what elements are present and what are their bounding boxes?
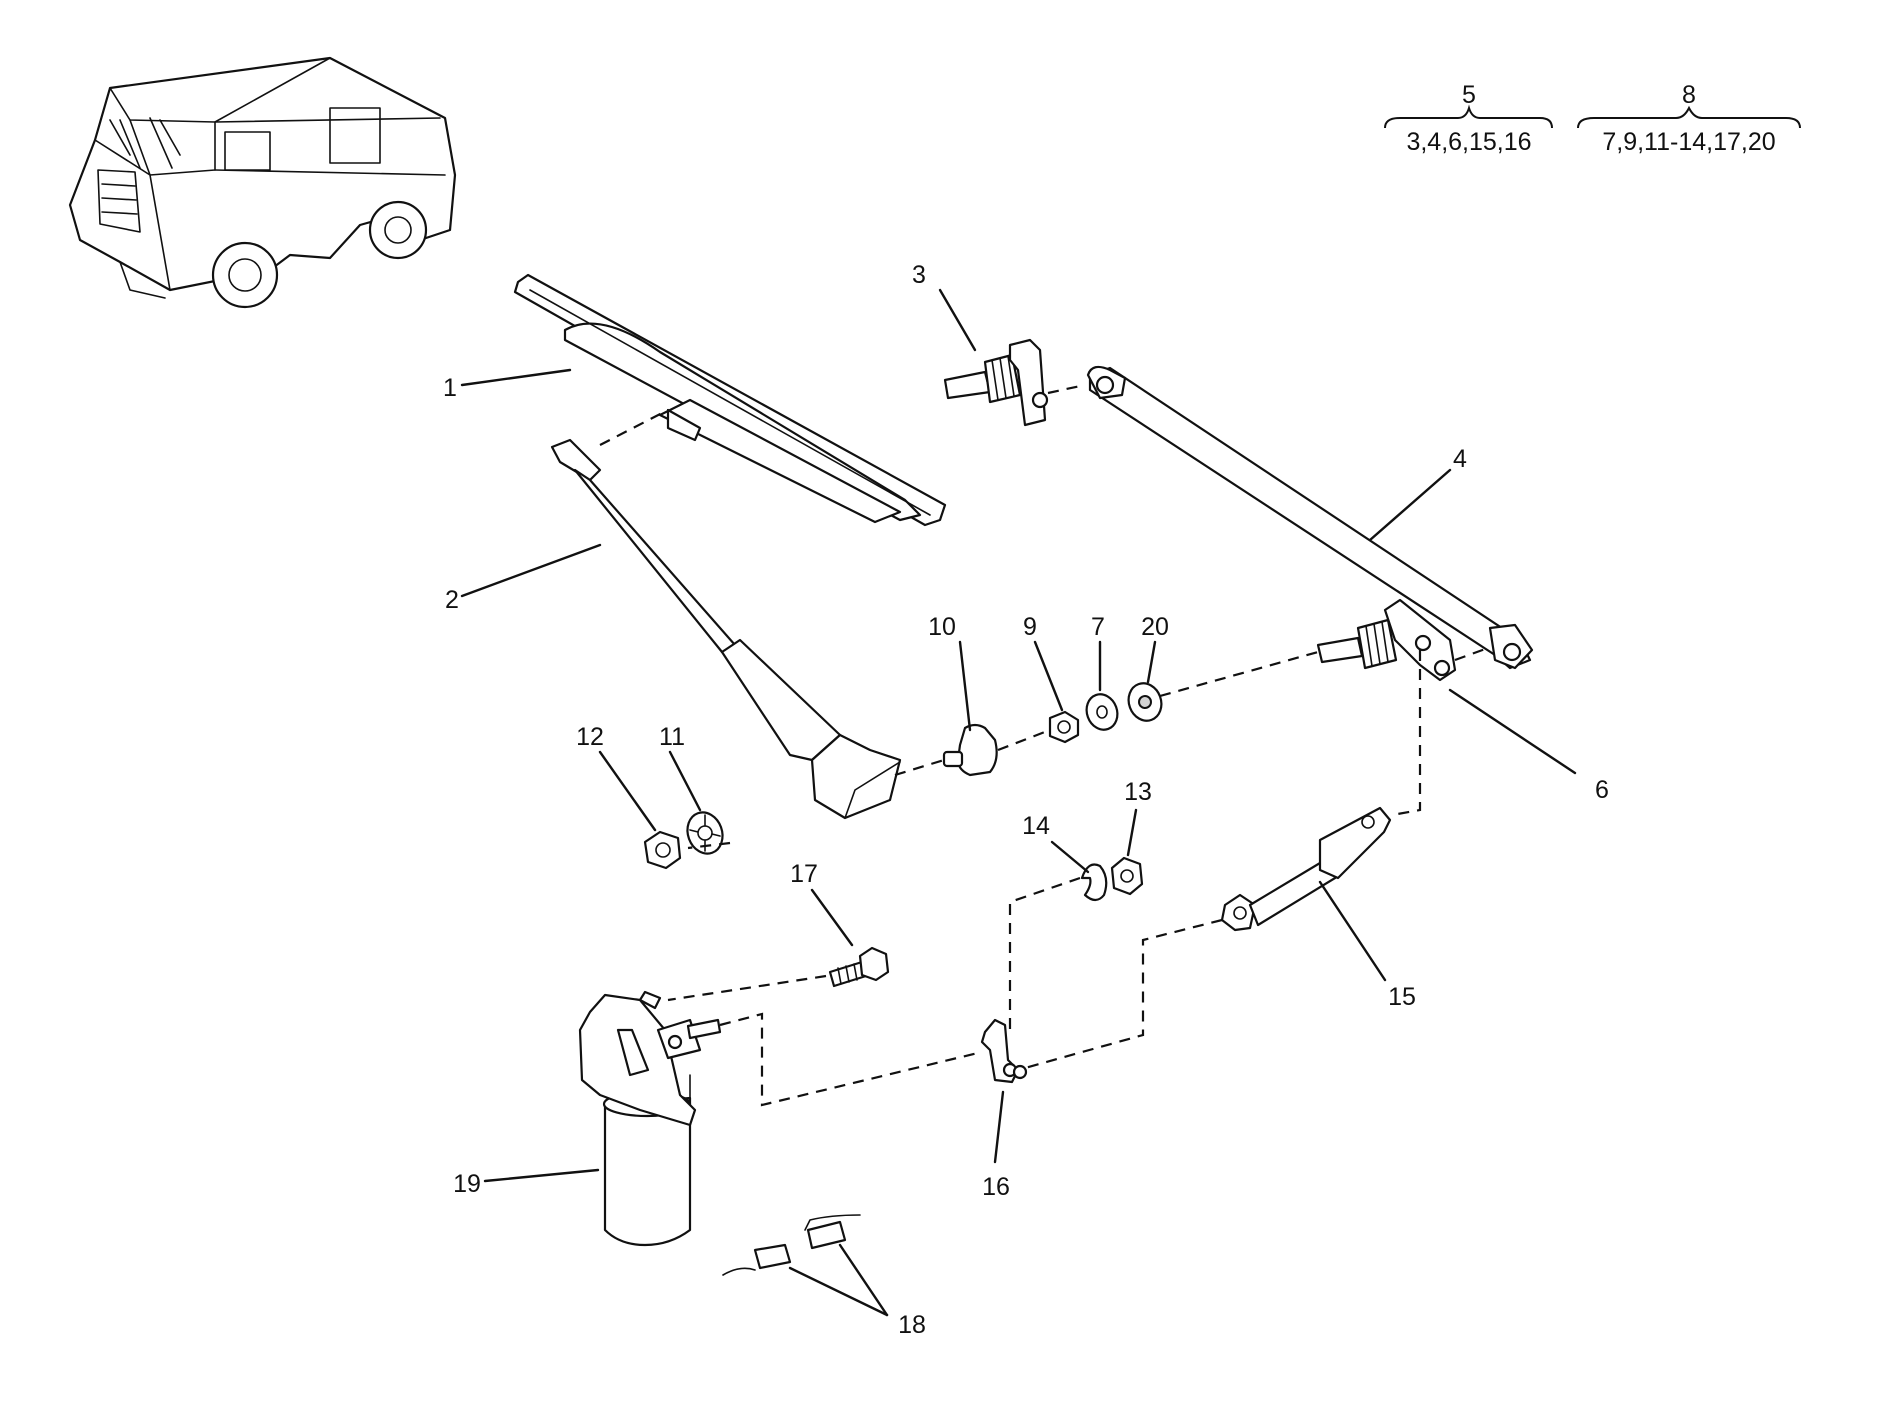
assembly-lines xyxy=(599,383,1489,1107)
group-8-members: 7,9,11-14,17,20 xyxy=(1602,128,1775,156)
group-8-annotation: 8 7,9,11-14,17,20 xyxy=(1577,81,1801,156)
callout-16: 16 xyxy=(982,1173,1010,1201)
callout-1: 1 xyxy=(443,374,457,402)
callout-2: 2 xyxy=(445,586,459,614)
callout-15: 15 xyxy=(1388,983,1416,1011)
group-5-annotation: 5 3,4,6,15,16 xyxy=(1384,81,1553,156)
callout-18: 18 xyxy=(898,1311,926,1339)
group-5-label: 5 xyxy=(1462,81,1476,109)
lock-washer-11-icon xyxy=(686,811,724,855)
leader-lines xyxy=(460,288,1577,1317)
callout-6: 6 xyxy=(1595,776,1609,804)
group-5-members: 3,4,6,15,16 xyxy=(1406,128,1531,156)
connecting-link-15-icon xyxy=(1220,806,1392,932)
bolt-17-icon xyxy=(828,946,890,988)
callout-4: 4 xyxy=(1453,445,1467,473)
nut-13-icon xyxy=(1110,856,1144,896)
group-8-label: 8 xyxy=(1682,81,1696,109)
callout-13: 13 xyxy=(1124,778,1152,806)
wiper-arm-icon xyxy=(550,438,902,820)
link-rod-4-icon xyxy=(1086,365,1534,670)
callout-12: 12 xyxy=(576,723,604,751)
spring-clip-14-icon xyxy=(1080,863,1108,902)
wiper-motor-icon xyxy=(578,990,722,1247)
crank-bracket-16-icon xyxy=(980,1018,1028,1084)
callout-20: 20 xyxy=(1141,613,1169,641)
spindle-6-icon xyxy=(1316,598,1457,682)
washer-7-icon xyxy=(1085,693,1119,731)
spindle-3-icon xyxy=(943,338,1049,427)
callout-9: 9 xyxy=(1023,613,1037,641)
callout-11: 11 xyxy=(659,723,685,751)
nut-12-icon xyxy=(643,830,682,870)
callout-17: 17 xyxy=(790,860,818,888)
callout-3: 3 xyxy=(912,261,926,289)
grommet-10-icon xyxy=(942,723,998,777)
callout-10: 10 xyxy=(928,613,956,641)
callout-numbers: 1 2 3 4 6 10 9 7 20 12 11 13 14 17 15 16… xyxy=(443,261,1609,1339)
vehicle-thumbnail-icon xyxy=(68,56,457,309)
nut-9-icon xyxy=(1048,710,1080,744)
callout-7: 7 xyxy=(1091,613,1105,641)
callout-14: 14 xyxy=(1022,812,1050,840)
callout-19: 19 xyxy=(453,1170,481,1198)
washer-20-icon xyxy=(1127,682,1163,722)
carbon-brushes-18-icon xyxy=(722,1214,861,1276)
wiper-blade-icon xyxy=(513,273,947,527)
